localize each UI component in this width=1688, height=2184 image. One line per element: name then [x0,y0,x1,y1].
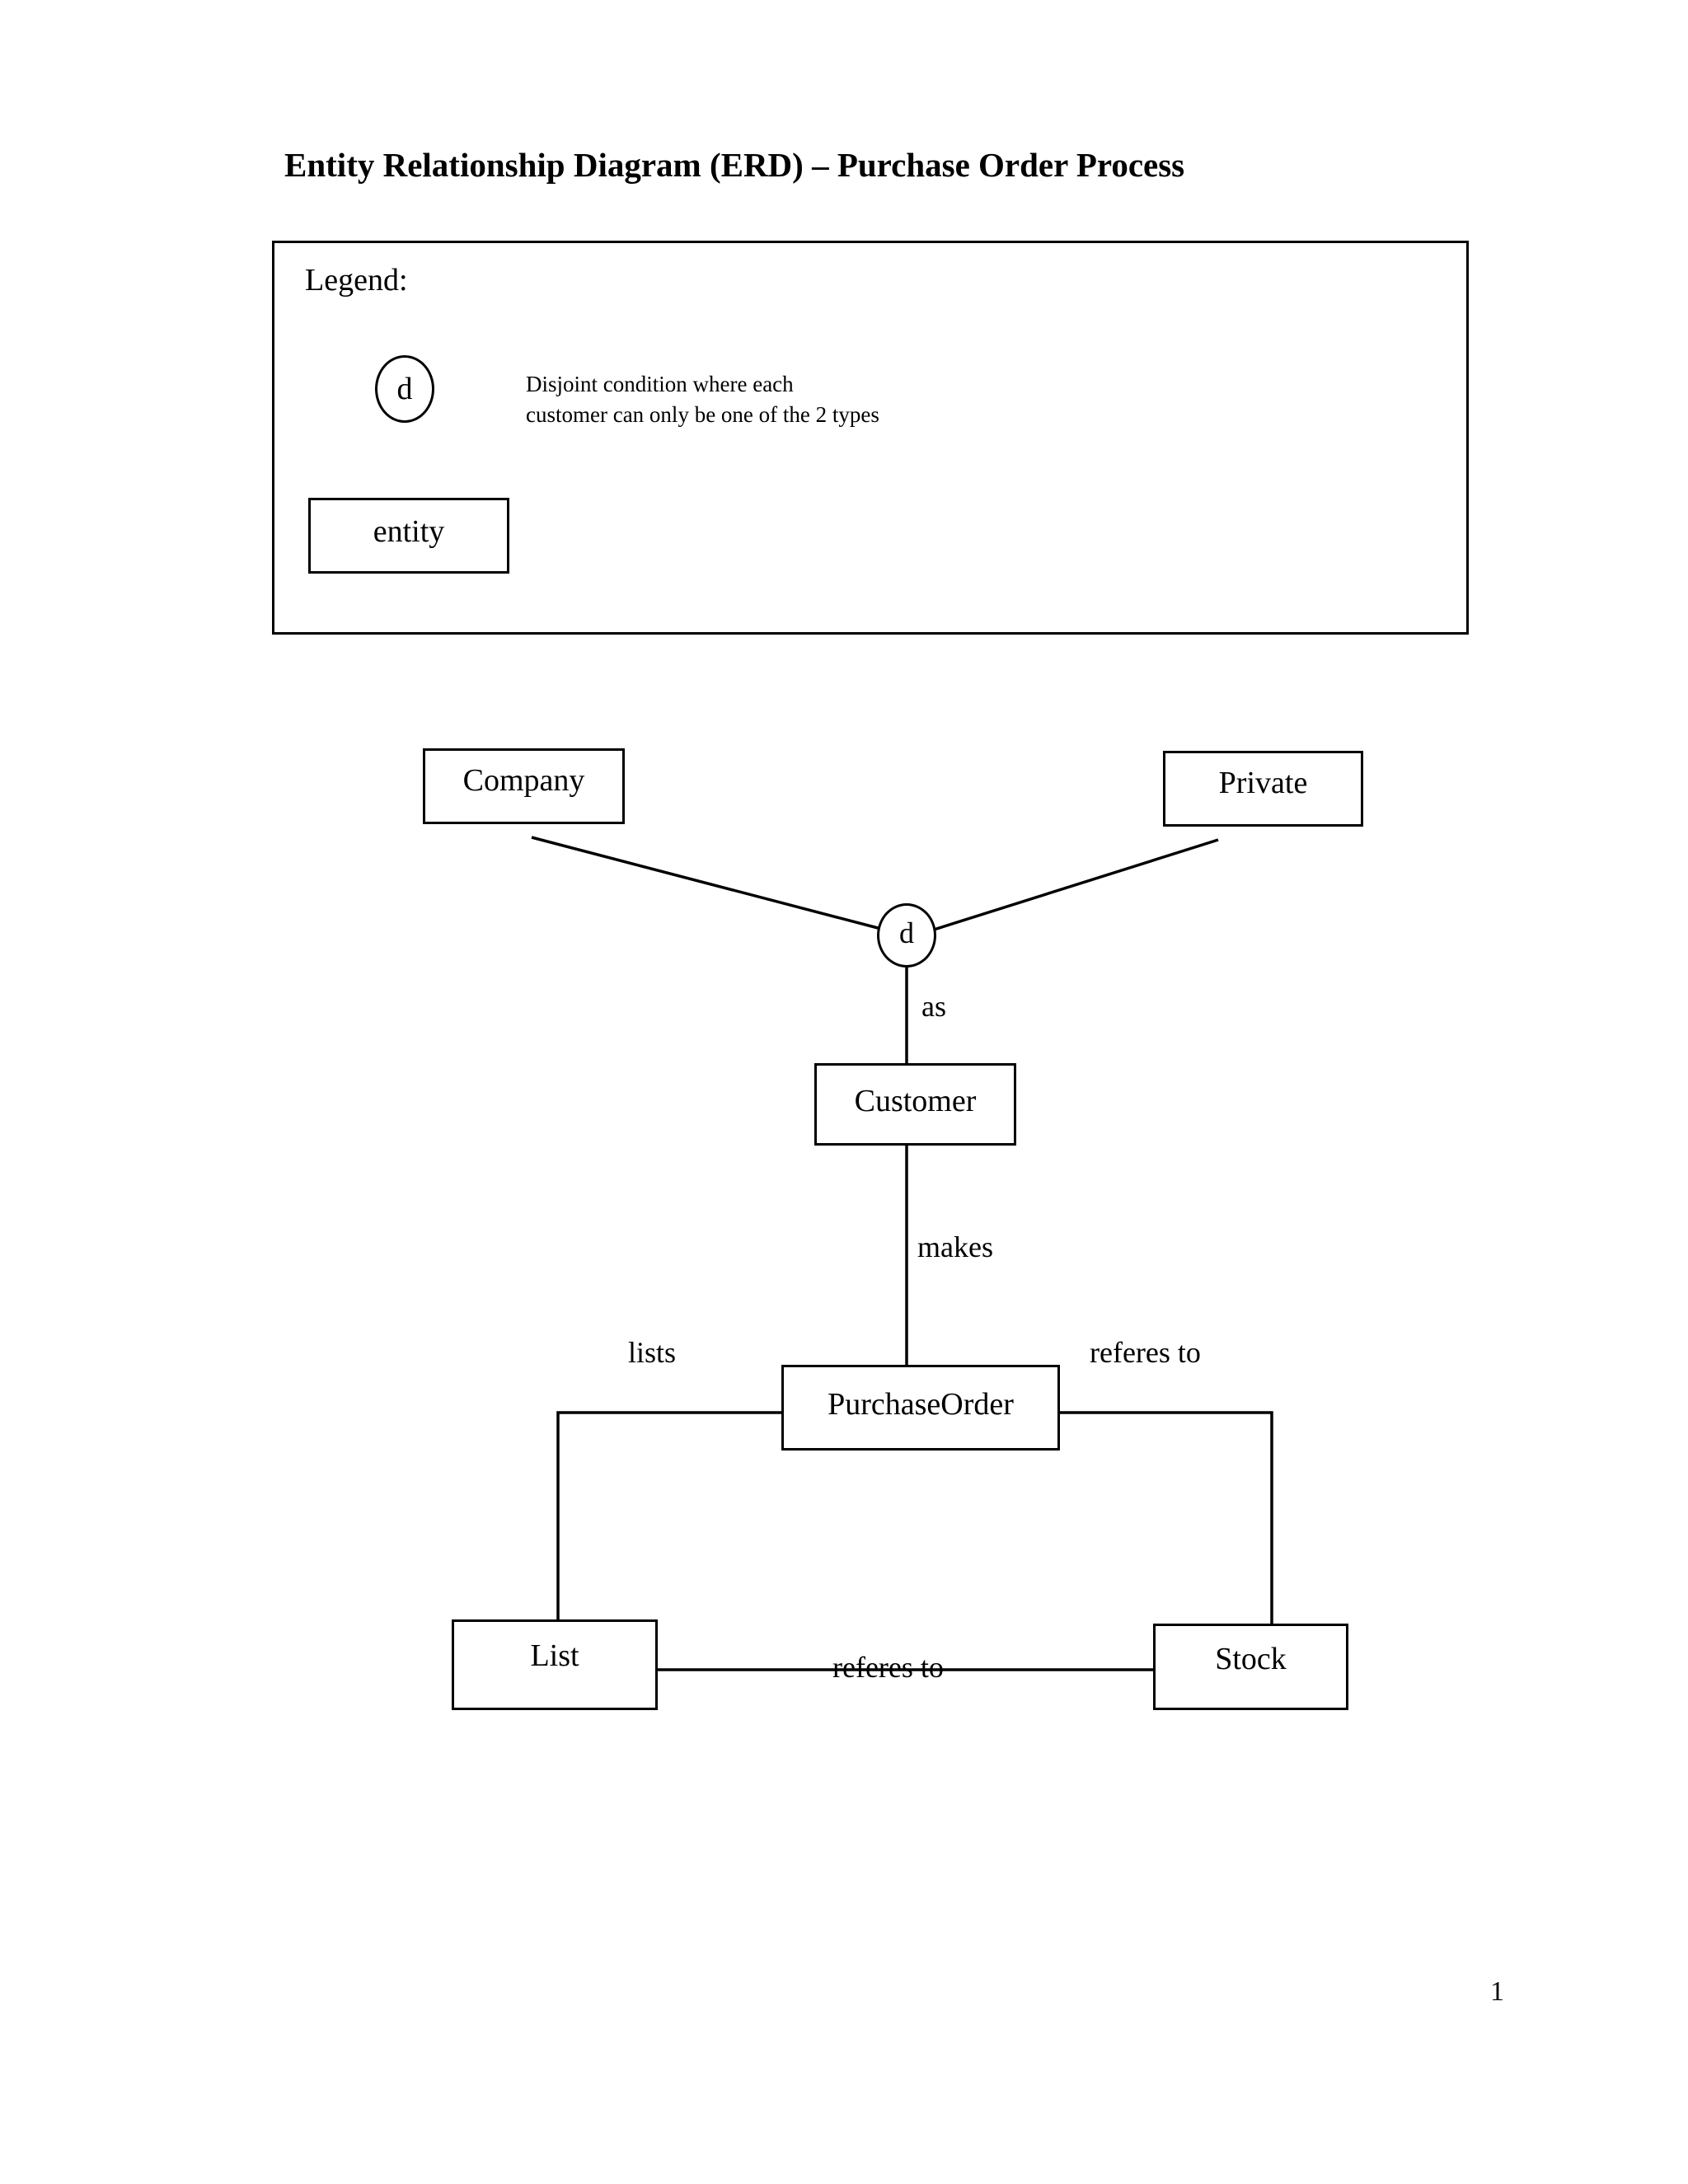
legend-disjoint-description: Disjoint condition where each customer c… [526,372,879,427]
edge-purchaseorder-to-stock [1060,1411,1273,1625]
edge-private-to-disjoint [933,838,1219,931]
relationship-label-as: as [921,990,946,1023]
edge-company-to-disjoint [531,836,882,930]
legend-disjoint-letter: d [396,372,413,406]
entity-box-stock[interactable] [1153,1624,1348,1710]
legend-entity-sample-box [308,498,509,574]
edge-purchaseorder-to-list [556,1411,783,1621]
page-title: Entity Relationship Diagram (ERD) – Purc… [284,146,1185,184]
page-number: 1 [1490,1976,1504,2007]
relationship-label-referes-to-list-stock: referes to [832,1651,944,1684]
entity-box-purchaseorder[interactable] [781,1365,1060,1451]
legend-panel [272,241,1469,635]
entity-box-company[interactable] [423,748,625,824]
disjoint-circle-icon[interactable] [877,903,936,968]
legend-disjoint-circle-icon [375,355,434,423]
relationship-label-referes-to-stock: referes to [1090,1336,1201,1369]
legend-entity-sample-label: entity [373,514,445,549]
entity-box-private[interactable] [1163,751,1363,827]
relationship-label-lists: lists [628,1336,677,1369]
relationship-label-makes: makes [917,1230,993,1263]
entity-box-list[interactable] [452,1619,658,1710]
entity-box-customer[interactable] [814,1063,1016,1146]
disjoint-letter: d [899,916,914,949]
legend-heading: Legend: [305,263,408,298]
